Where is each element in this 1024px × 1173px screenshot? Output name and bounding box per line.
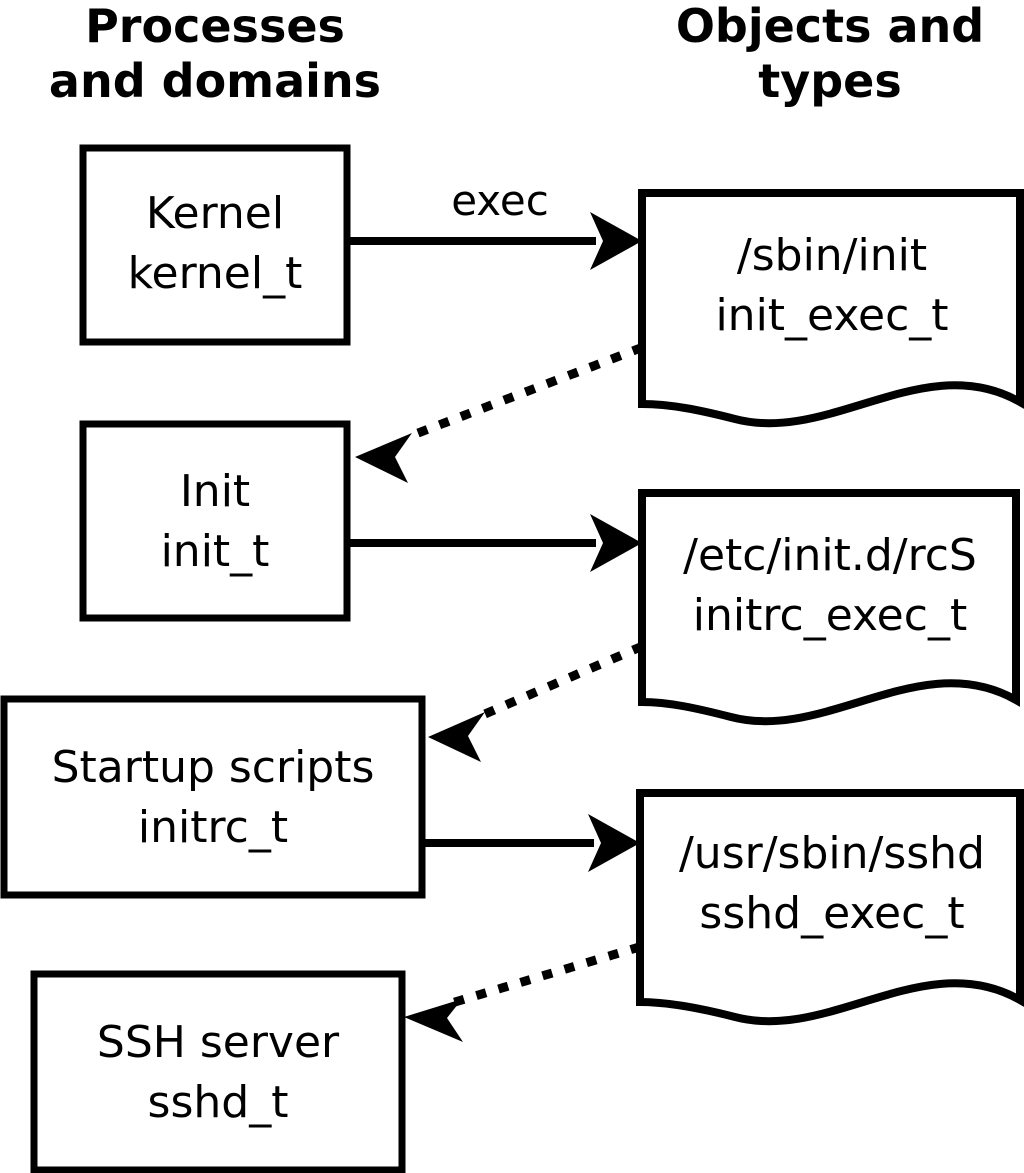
process-box-ssh-server-rect: [30, 970, 406, 1173]
object-doc-initrc-exec-line2: initrc_exec_t: [693, 590, 967, 641]
process-box-startup-scripts-rect: [0, 695, 426, 899]
process-box-kernel-line2: kernel_t: [128, 248, 303, 299]
process-box-ssh-server-line2: sshd_t: [148, 1077, 289, 1128]
object-doc-init-exec-line1: /sbin/init: [737, 230, 927, 281]
object-doc-init-exec[interactable]: /sbin/init init_exec_t: [638, 189, 1024, 428]
edge-init-exec-transition-init-arrowhead: [355, 433, 412, 483]
object-doc-initrc-exec-line1: /etc/init.d/rcS: [683, 530, 977, 581]
edge-label-exec: exec: [451, 176, 549, 225]
header-right-line1: Objects and: [676, 0, 984, 53]
header-left: Processes and domains: [49, 0, 381, 108]
process-box-init-rect: [79, 420, 351, 622]
process-box-init-line1: Init: [180, 466, 250, 517]
object-doc-sshd-exec[interactable]: /usr/sbin/sshd sshd_exec_t: [636, 789, 1024, 1026]
edge-initrc-to-sshd-exec-arrowhead: [588, 814, 640, 872]
header-left-line1: Processes: [85, 0, 345, 53]
edge-initrc-exec-transition-initrc-arrowhead: [428, 712, 485, 762]
edge-init-exec-transition-init[interactable]: [355, 343, 644, 483]
edge-init-exec-transition-init-line: [399, 343, 644, 444]
header-left-line2: and domains: [49, 54, 381, 108]
edge-sshd-exec-transition-sshd-arrowhead: [404, 999, 463, 1042]
process-box-ssh-server[interactable]: SSH server sshd_t: [30, 970, 406, 1173]
object-doc-sshd-exec-line1: /usr/sbin/sshd: [679, 828, 985, 879]
edge-initrc-to-sshd-exec[interactable]: [422, 814, 640, 872]
edge-sshd-exec-transition-sshd[interactable]: [404, 942, 642, 1042]
process-box-init-line2: init_t: [161, 526, 270, 577]
edge-sshd-exec-transition-sshd-line: [449, 942, 642, 1008]
process-box-kernel[interactable]: Kernel kernel_t: [79, 144, 351, 346]
edge-init-to-initrc-exec[interactable]: [347, 514, 642, 572]
edge-kernel-exec-init-exec-arrowhead: [590, 212, 642, 270]
process-box-kernel-rect: [79, 144, 351, 346]
header-right-line2: types: [758, 54, 901, 108]
process-box-startup-scripts-line1: Startup scripts: [52, 742, 375, 793]
object-doc-initrc-exec-shape: [638, 489, 1020, 726]
process-box-kernel-line1: Kernel: [146, 188, 284, 239]
edge-initrc-exec-transition-initrc-line: [472, 642, 644, 723]
edge-kernel-exec-init-exec[interactable]: exec: [347, 176, 642, 270]
process-box-init[interactable]: Init init_t: [79, 420, 351, 622]
object-doc-sshd-exec-line2: sshd_exec_t: [699, 888, 964, 939]
edge-initrc-exec-transition-initrc[interactable]: [428, 642, 644, 762]
process-box-startup-scripts[interactable]: Startup scripts initrc_t: [0, 695, 426, 899]
object-doc-initrc-exec[interactable]: /etc/init.d/rcS initrc_exec_t: [638, 489, 1020, 726]
process-box-startup-scripts-line2: initrc_t: [138, 802, 288, 853]
object-doc-init-exec-shape: [638, 189, 1024, 428]
header-right: Objects and types: [676, 0, 984, 108]
object-doc-sshd-exec-shape: [636, 789, 1024, 1026]
edge-init-to-initrc-exec-arrowhead: [590, 514, 642, 572]
process-box-ssh-server-line1: SSH server: [97, 1017, 340, 1068]
object-doc-init-exec-line2: init_exec_t: [715, 290, 948, 341]
